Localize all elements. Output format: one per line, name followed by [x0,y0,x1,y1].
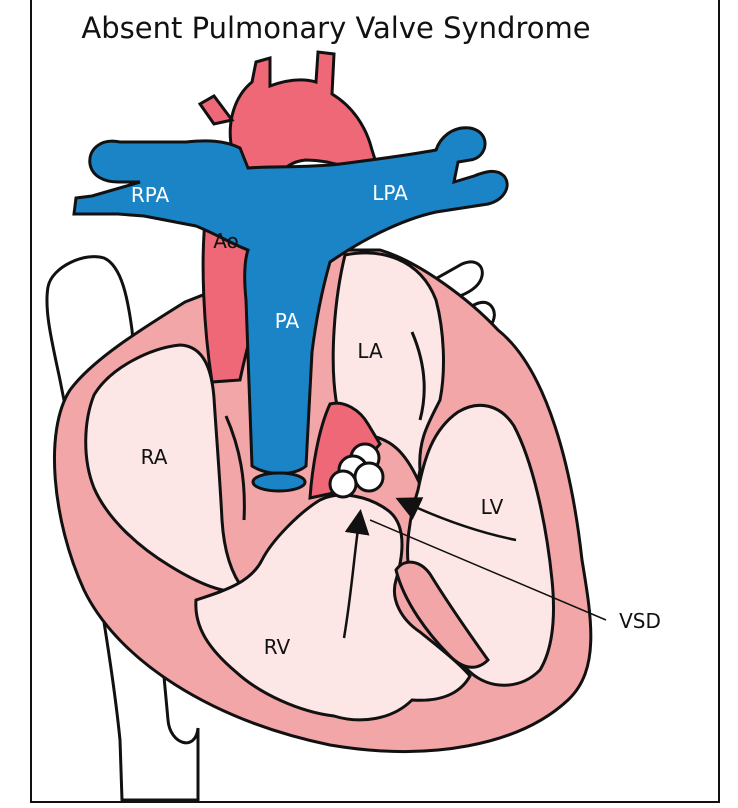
aortic-valve-leaflets [328,442,385,499]
lv-flow-arrow [395,497,517,542]
label-lv: LV [481,495,504,519]
la-inner-curve [410,331,426,421]
ventricular-septum [394,560,490,669]
aortic-root [308,401,382,500]
label-lpa: LPA [372,181,408,205]
label-pa: PA [275,309,300,333]
diagram-title: Absent Pulmonary Valve Syndrome [81,11,590,45]
label-ao: Ao [213,229,239,253]
label-rpa: RPA [131,183,170,207]
pulmonary-artery [72,126,509,475]
label-la: LA [357,339,383,363]
pulmonary-annulus [251,471,307,493]
label-rv: RV [264,635,291,659]
right-atrium-chamber [84,343,247,593]
label-ra: RA [141,445,168,469]
label-vsd: VSD [619,609,661,633]
right-ventricle-chamber [194,493,472,722]
ra-inner-curve [224,415,246,521]
vsd-leader-line [369,519,607,621]
aortic-branch-left [197,94,235,126]
rv-flow-arrow [342,509,370,639]
